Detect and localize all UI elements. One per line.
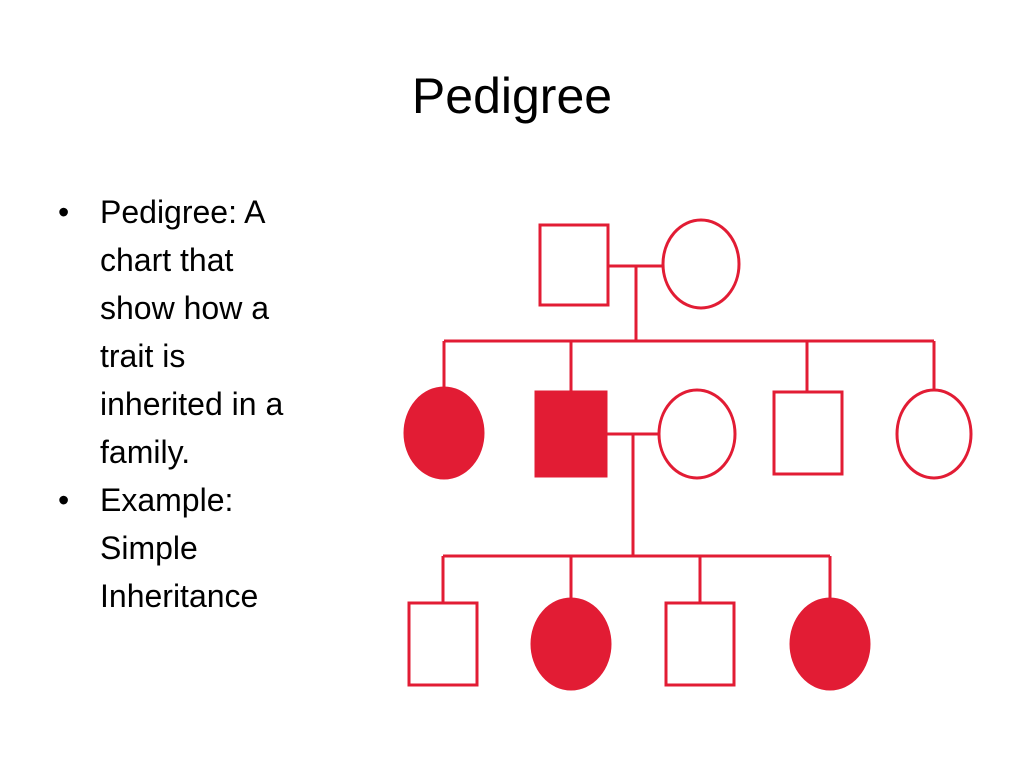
pedigree-lines (441, 264, 936, 603)
pedigree-individuals (403, 218, 973, 691)
g3-daughter-2 (789, 597, 871, 691)
g1-father (538, 223, 610, 307)
slide-title: Pedigree (411, 68, 613, 124)
bullet-dot-icon: • (58, 482, 70, 518)
bullet-text: Pedigree: A chart that show how a trait … (100, 194, 284, 470)
bullet-text: Example: Simple Inheritance (100, 482, 259, 614)
bullet-list: • Pedigree: A chart that show how a trai… (52, 188, 322, 620)
g3-son-2 (664, 601, 736, 687)
g2-daughter-2 (895, 388, 973, 480)
bullet-dot-icon: • (58, 194, 70, 230)
g3-son (407, 601, 479, 687)
bullet-item: • Example: Simple Inheritance (52, 476, 322, 620)
g2-son-spouse (657, 388, 737, 480)
g2-daughter (403, 386, 485, 480)
g1-mother (661, 218, 741, 310)
g3-daughter (530, 597, 612, 691)
g2-son-2 (772, 390, 844, 476)
bullet-item: • Pedigree: A chart that show how a trai… (52, 188, 322, 476)
g2-son (534, 390, 608, 478)
